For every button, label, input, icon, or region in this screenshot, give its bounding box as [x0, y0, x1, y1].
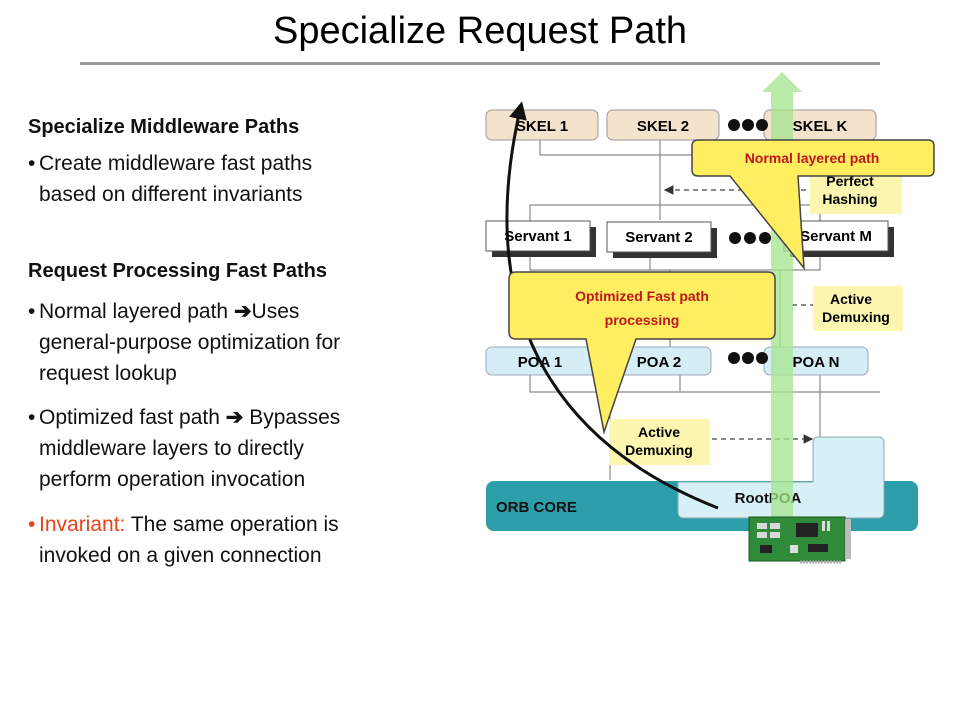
root-poa-shape — [677, 436, 885, 519]
skel-row: SKEL 1 SKEL 2 SKEL K — [485, 109, 877, 141]
bullet-create-fast-paths: • Create middleware fast paths based on … — [28, 148, 312, 210]
active-demux-lower-label-1: Active — [638, 424, 680, 440]
title-divider — [80, 62, 880, 65]
bullet-line: general-purpose optimization for — [39, 331, 341, 354]
callout-fast-label-1: Optimized Fast path — [575, 288, 709, 304]
bullet-line: Create middleware fast paths — [39, 152, 313, 175]
callout-optimized-fast-path — [508, 271, 776, 435]
heading-request-processing-fast-paths: Request Processing Fast Paths — [28, 260, 327, 282]
bullet-text: Optimized fast path — [39, 406, 226, 429]
dashed-arrows — [663, 185, 815, 444]
bullet-line: Invariant: The same operation is — [28, 509, 339, 540]
servant-row: Servant 1 Servant 2 Servant M — [485, 220, 894, 258]
perfect-hashing-label-2: Hashing — [822, 191, 877, 207]
servant-m-label: Servant M — [800, 228, 872, 245]
bullet-line: request lookup — [39, 362, 177, 385]
bullet-normal-layered-path: • Normal layered path ➔Uses general-purp… — [28, 296, 340, 389]
heading-specialize-middleware-paths: Specialize Middleware Paths — [28, 116, 300, 138]
skel-k-label: SKEL K — [793, 118, 848, 135]
slide-title: Specialize Request Path — [272, 10, 688, 52]
poa-2-label: POA 2 — [637, 354, 681, 371]
bullet-text: Normal layered path — [39, 300, 234, 323]
invariant-label: Invariant: — [39, 513, 126, 536]
right-arrow-icon: ➔ — [225, 406, 244, 429]
network-card-icon — [748, 516, 851, 564]
bullet-dot: • — [28, 513, 36, 536]
bullet-dot: • — [28, 406, 36, 429]
orb-core-label: ORB CORE — [496, 499, 577, 516]
active-demux-upper-box — [813, 286, 903, 331]
callout-normal-label: Normal layered path — [745, 150, 880, 166]
skel-1-label: SKEL 1 — [516, 118, 568, 135]
fast-path-curved-arrow — [505, 101, 719, 510]
bullet-dot: • — [28, 300, 36, 323]
right-arrow-icon: ➔ — [233, 300, 252, 323]
servant-2-box — [606, 221, 712, 253]
bullet-text: The same operation is — [125, 513, 339, 536]
bullet-text: Uses — [251, 300, 300, 323]
servant-2-label: Servant 2 — [625, 229, 693, 246]
bullet-line: perform operation invocation — [39, 468, 306, 491]
bullet-dot: • — [28, 152, 36, 175]
servant-1-label: Servant 1 — [504, 228, 572, 245]
bullet-optimized-fast-path: • Optimized fast path ➔ Bypasses middlew… — [28, 402, 340, 495]
bullet-line: based on different invariants — [39, 183, 303, 206]
skel-2-label: SKEL 2 — [637, 118, 689, 135]
bullet-line: Normal layered path ➔Uses — [28, 296, 340, 327]
poa-n-label: POA N — [793, 354, 840, 371]
active-demux-upper-label-2: Demuxing — [822, 309, 890, 325]
active-demux-upper-label-1: Active — [830, 291, 872, 307]
active-demux-lower-label-2: Demuxing — [625, 442, 693, 458]
skel-2-box — [606, 109, 720, 141]
callout-normal-layered-path — [691, 139, 935, 271]
callout-fast-label-2: processing — [605, 312, 680, 328]
perfect-hashing-label-1: Perfect — [826, 173, 874, 189]
bullet-line: invoked on a given connection — [39, 544, 322, 567]
bullet-text: Bypasses — [243, 406, 341, 429]
bullet-invariant: • Invariant: The same operation is invok… — [28, 509, 339, 571]
servant-1-box — [485, 220, 591, 252]
bullet-line: middleware layers to directly — [39, 437, 304, 460]
poa-row: POA 1 POA 2 POA N — [485, 346, 869, 376]
bullet-line: Optimized fast path ➔ Bypasses — [28, 402, 340, 433]
